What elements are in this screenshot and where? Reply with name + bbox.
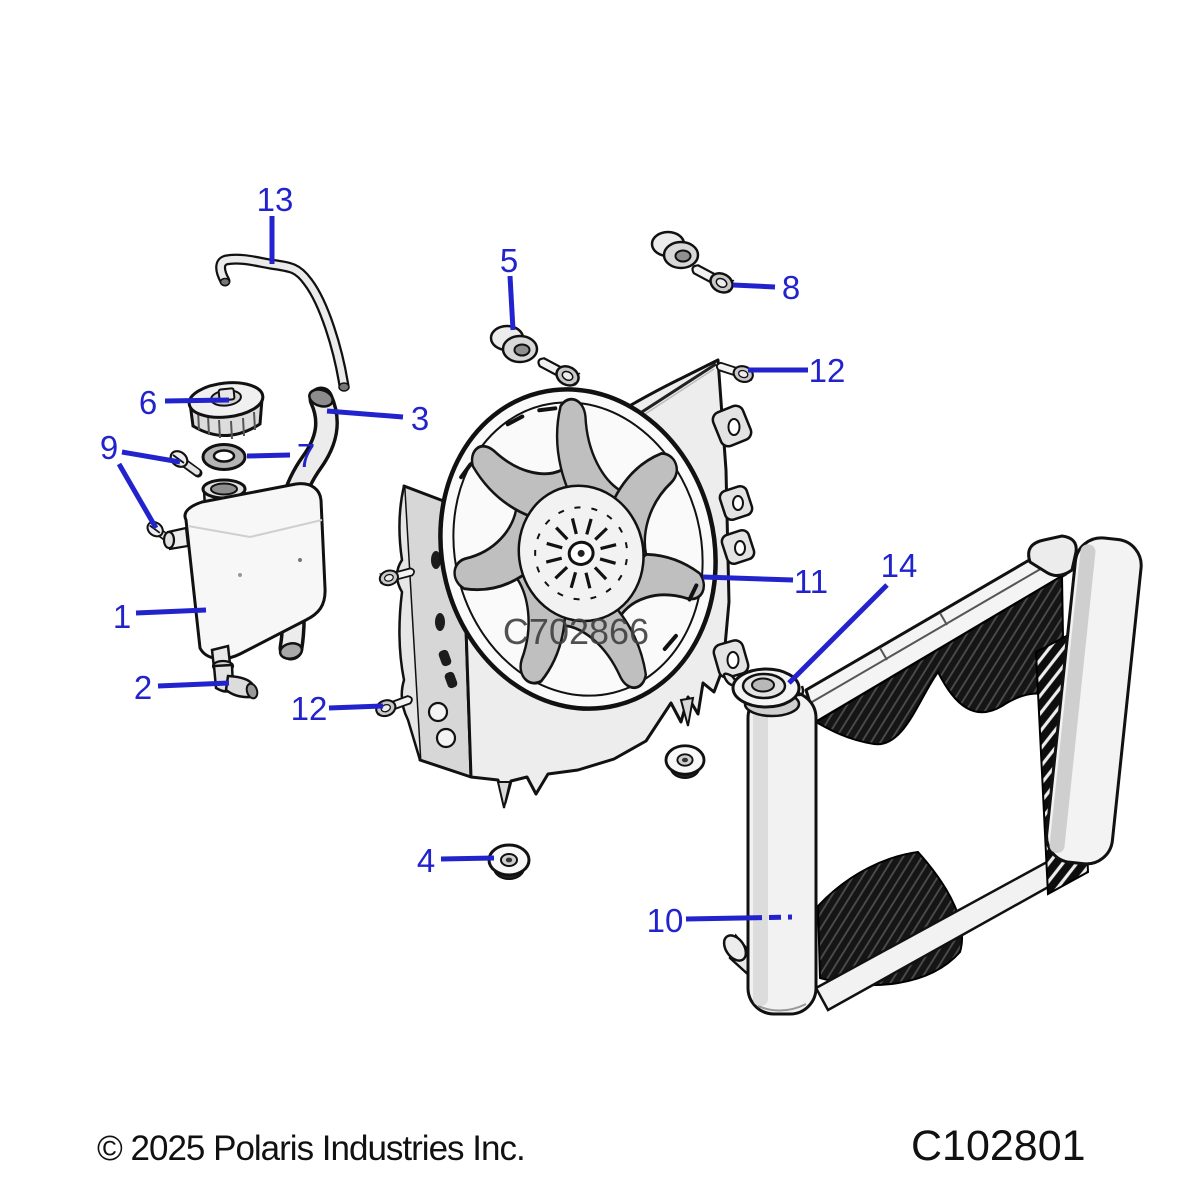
leader-line-3 — [326, 408, 404, 420]
radiator — [722, 534, 1143, 1016]
cap-seal — [201, 443, 247, 471]
radiator-left-tank — [746, 690, 818, 1016]
callout-12-left: 12 — [291, 690, 328, 727]
leader-line-1 — [135, 607, 207, 616]
fan-shroud-assembly — [395, 358, 756, 809]
fan-mount-tabs — [711, 404, 756, 679]
leader-line-12b — [328, 703, 384, 711]
callout-1: 1 — [113, 598, 131, 635]
copyright-text: © 2025 Polaris Industries Inc. — [97, 1129, 525, 1168]
diagram-code: C102801 — [911, 1122, 1086, 1170]
bottle-cap — [187, 381, 265, 440]
grommet — [664, 744, 706, 780]
bolt — [533, 351, 584, 391]
leader-line-7 — [246, 452, 291, 459]
leader-line-6 — [164, 397, 230, 404]
callout-12-top: 12 — [809, 352, 846, 389]
leader-line-8 — [732, 282, 776, 290]
leader-line-14 — [787, 583, 889, 685]
callout-14: 14 — [881, 547, 918, 584]
grommet — [487, 843, 531, 881]
callout-9: 9 — [100, 429, 118, 466]
fan-opening — [438, 387, 718, 711]
callout-6: 6 — [139, 384, 157, 421]
callout-13: 13 — [257, 181, 294, 218]
leader-line-2 — [157, 680, 230, 689]
leader-line-9b — [116, 462, 159, 530]
callout-4: 4 — [417, 842, 435, 879]
callout-10: 10 — [647, 902, 684, 939]
leader-line-5 — [507, 275, 516, 331]
callout-11: 11 — [794, 563, 828, 600]
callout-3: 3 — [411, 400, 429, 437]
leader-line-11 — [702, 574, 794, 583]
drain-elbow-fitting — [211, 659, 259, 700]
leader-line-9a — [121, 449, 181, 465]
grommet — [650, 230, 700, 270]
watermark-text: C702866 — [503, 611, 649, 652]
callout-7: 7 — [297, 437, 315, 474]
radiator-cap — [722, 667, 805, 718]
callout-8: 8 — [782, 269, 800, 306]
bolt — [687, 258, 738, 298]
callout-5: 5 — [500, 242, 518, 279]
fan-hub-motor — [517, 484, 645, 623]
grommet — [489, 324, 539, 364]
coolant-bottle — [162, 478, 327, 670]
callouts: 1 2 3 4 5 6 7 8 9 10 11 12 12 13 14 — [100, 181, 918, 939]
leader-line-10 — [685, 914, 796, 922]
callout-2: 2 — [134, 669, 152, 706]
radiator-right-tank — [1045, 536, 1143, 866]
coolant-bottle-group — [145, 253, 350, 700]
leader-line-4 — [440, 855, 495, 862]
